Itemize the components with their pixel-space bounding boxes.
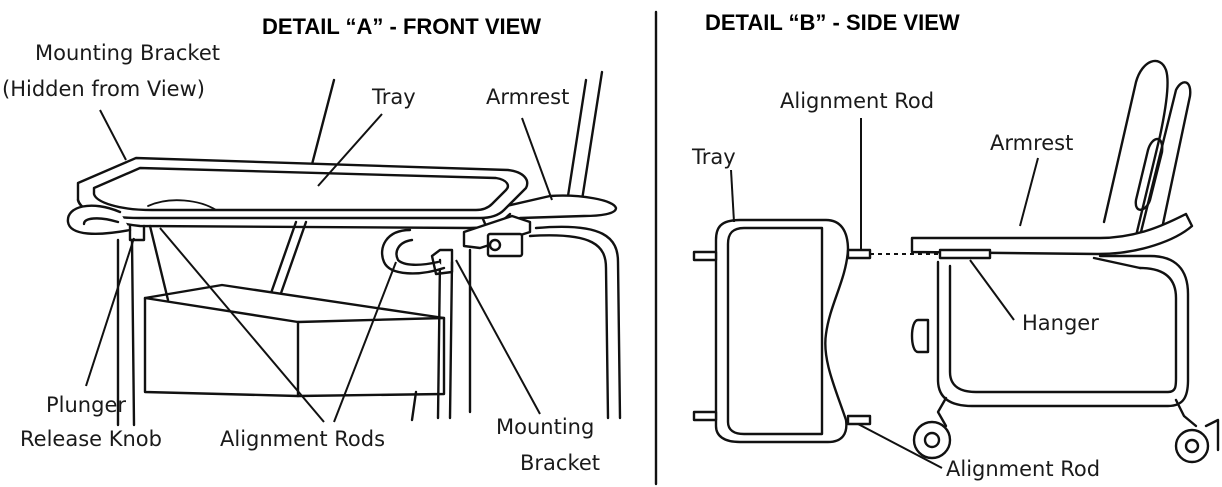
alignment-rod-top-side <box>846 248 872 260</box>
seat-cushion <box>143 283 446 398</box>
leader-alignment-rod-bottom <box>857 423 943 469</box>
leader-tray <box>317 113 383 187</box>
detail-a-front-view: DETAIL “A” - FRONT VIEW <box>2 14 622 475</box>
leader-hanger <box>969 259 1015 321</box>
label-mounting-bracket-hidden-2: (Hidden from View) <box>2 77 205 101</box>
leader-alignment-rod-left <box>159 227 325 423</box>
caster-left <box>912 420 952 460</box>
detail-b-title: DETAIL “B” - SIDE VIEW <box>705 10 960 35</box>
mounting-bracket-front <box>128 214 532 276</box>
chair-side <box>910 59 1220 464</box>
leader-alignment-rod-right <box>333 261 397 423</box>
label-tray: Tray <box>371 85 416 109</box>
tray-rod-left-top <box>692 250 718 262</box>
label-mounting-bracket-1: Mounting <box>496 415 594 439</box>
label-alignment-rod-top: Alignment Rod <box>780 89 934 113</box>
label-alignment-rods: Alignment Rods <box>220 427 385 451</box>
tray-side <box>692 218 940 444</box>
tray-rod-left-bottom <box>692 410 718 422</box>
leader-armrest-side <box>1019 157 1039 227</box>
leader-mounting-bracket <box>455 259 541 415</box>
hanger-side <box>938 248 992 260</box>
label-mounting-bracket-hidden-1: Mounting Bracket <box>35 41 220 65</box>
alignment-rod-bottom-side <box>846 414 872 426</box>
detail-a-title: DETAIL “A” - FRONT VIEW <box>262 14 541 39</box>
detail-a-leaders <box>85 109 553 423</box>
detail-b-leaders <box>730 118 1039 469</box>
leader-mounting-bracket-hidden <box>99 109 127 161</box>
caster-right <box>1174 428 1210 464</box>
tray-front <box>66 156 529 275</box>
label-armrest-side: Armrest <box>990 131 1073 155</box>
leader-tray-side <box>730 169 735 223</box>
chair-frame <box>116 224 622 427</box>
detail-b-side-view: DETAIL “B” - SIDE VIEW <box>691 10 1220 481</box>
chair-back-posts <box>268 70 604 298</box>
label-hanger: Hanger <box>1022 311 1099 335</box>
leader-armrest <box>521 117 553 201</box>
label-tray-side: Tray <box>691 145 736 169</box>
leader-plunger <box>85 237 135 387</box>
label-mounting-bracket-2: Bracket <box>520 451 600 475</box>
label-armrest: Armrest <box>486 85 569 109</box>
label-plunger-2: Release Knob <box>20 427 162 451</box>
label-alignment-rod-bottom: Alignment Rod <box>946 457 1100 481</box>
label-plunger-1: Plunger <box>46 393 126 417</box>
